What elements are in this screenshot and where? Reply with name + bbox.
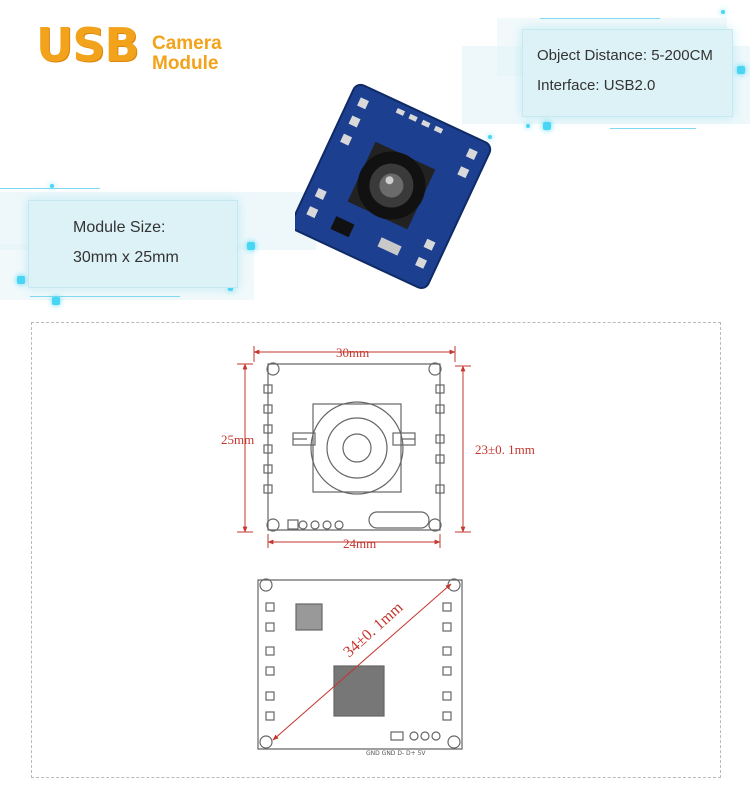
pcb-pads (306, 97, 478, 269)
decor-dot (52, 297, 60, 305)
dim-bottom-label: 24mm (343, 536, 376, 551)
pin-labels: GND GND D- D+ 5V (366, 750, 426, 757)
decor-line (610, 128, 696, 129)
decor-dot (17, 276, 25, 284)
decor-dot (247, 242, 255, 250)
dimension-lines (237, 346, 471, 548)
decor-dot (737, 66, 745, 74)
decor-dot (228, 286, 233, 291)
logo-subtitle: Camera Module (152, 34, 222, 74)
camera-module-photo (295, 83, 492, 290)
spec-interface: Interface: USB2.0 (537, 77, 656, 94)
decor-dot (721, 10, 725, 14)
top-view (263, 362, 445, 532)
dimension-drawing: 30mm 25mm 23±0. 1mm 24mm 34±0. 1mm GND G… (221, 345, 535, 757)
decor-dot (488, 135, 492, 139)
dim-width-label: 30mm (336, 345, 369, 360)
spec-left-panel (28, 200, 238, 288)
decor-dot (50, 184, 54, 188)
decor-dot (543, 122, 551, 130)
dim-height-label: 25mm (221, 432, 254, 447)
logo-usb: USB (36, 18, 140, 72)
diagonal-dimension-line (272, 583, 452, 741)
spec-module-size-value: 30mm x 25mm (73, 249, 179, 266)
dimension-drawing-frame (31, 322, 721, 778)
logo-subtitle-line1: Camera (152, 33, 222, 54)
logo-subtitle-line2: Module (152, 53, 219, 74)
spec-object-distance: Object Distance: 5-200CM (537, 47, 713, 64)
spec-module-size-label: Module Size: (73, 219, 166, 236)
decor-line (0, 188, 100, 189)
decor-line (540, 18, 660, 19)
decor-dot (526, 124, 530, 128)
spec-top-panel (522, 29, 733, 117)
decor-line (30, 296, 180, 297)
dim-inner-height-label: 23±0. 1mm (475, 442, 535, 457)
